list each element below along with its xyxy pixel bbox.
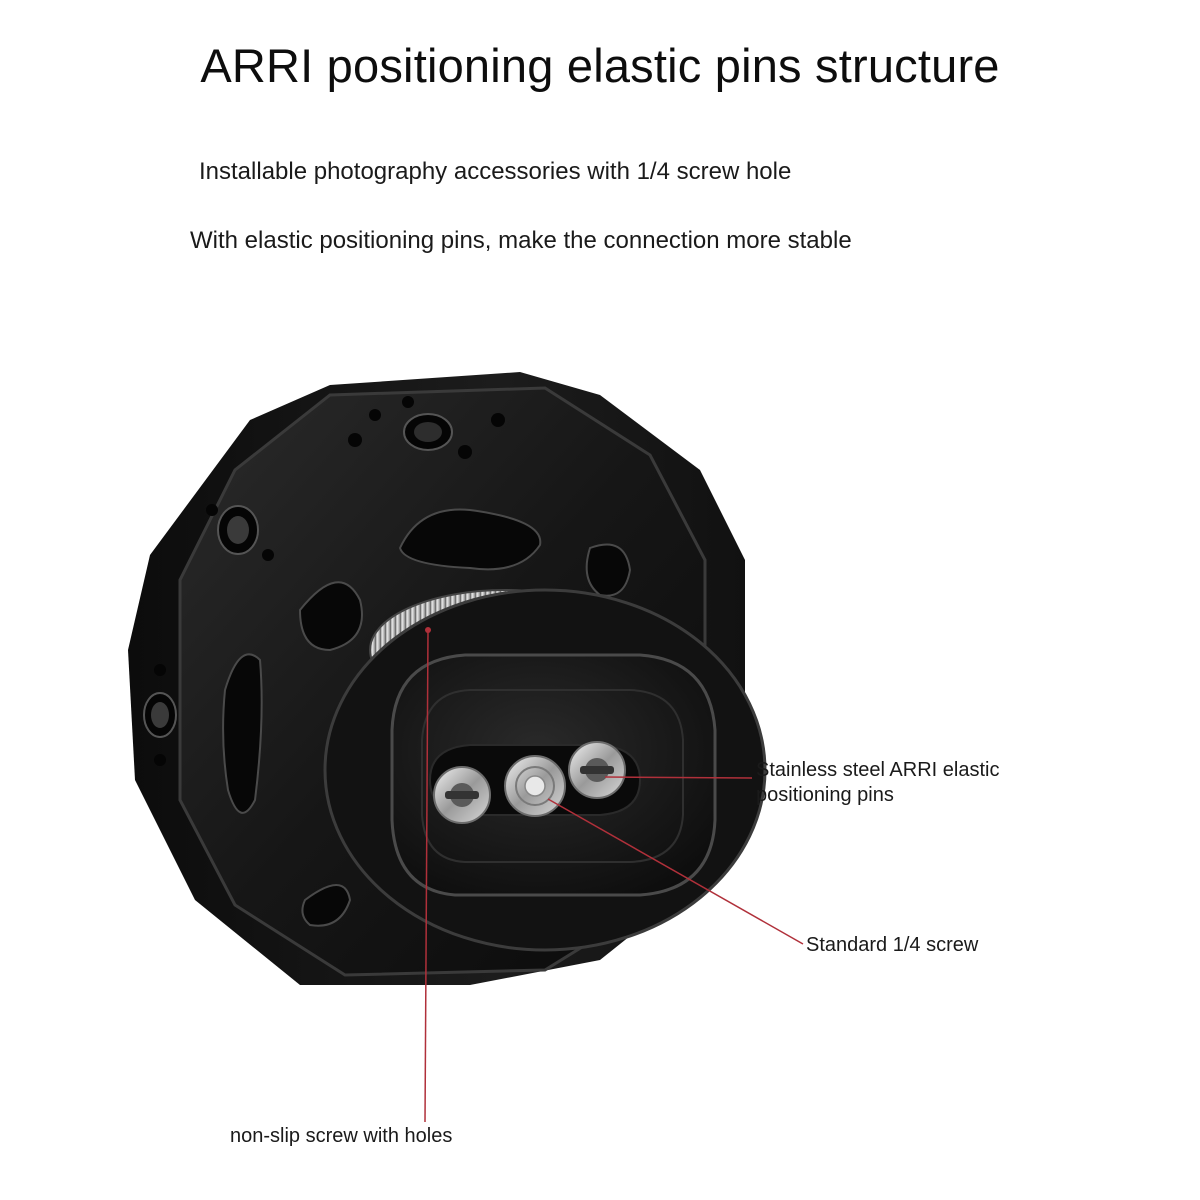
- page-title: ARRI positioning elastic pins structure: [200, 39, 1000, 92]
- callout-elastic-pins-line-1: Stainless steel ARRI elastic: [756, 759, 1000, 781]
- callout-leader-lines: [424, 629, 804, 1123]
- callout-elastic-pins: Stainless steel ARRI elastic positioning…: [756, 758, 999, 808]
- standard-screw: [504, 755, 566, 817]
- callout-non-slip-screw: non-slip screw with holes: [230, 1125, 453, 1147]
- feature-text-elastic-pins: With elastic positioning pins, make the …: [190, 227, 852, 254]
- elastic-pin-right: [568, 741, 626, 799]
- elastic-pin-left: [433, 766, 491, 824]
- callout-standard-screw: Standard 1/4 screw: [806, 934, 979, 956]
- feature-text-screw-hole: Installable photography accessories with…: [199, 158, 792, 185]
- callout-elastic-pins-line-2: positioning pins: [756, 784, 894, 806]
- top-mount-holes: [348, 396, 505, 459]
